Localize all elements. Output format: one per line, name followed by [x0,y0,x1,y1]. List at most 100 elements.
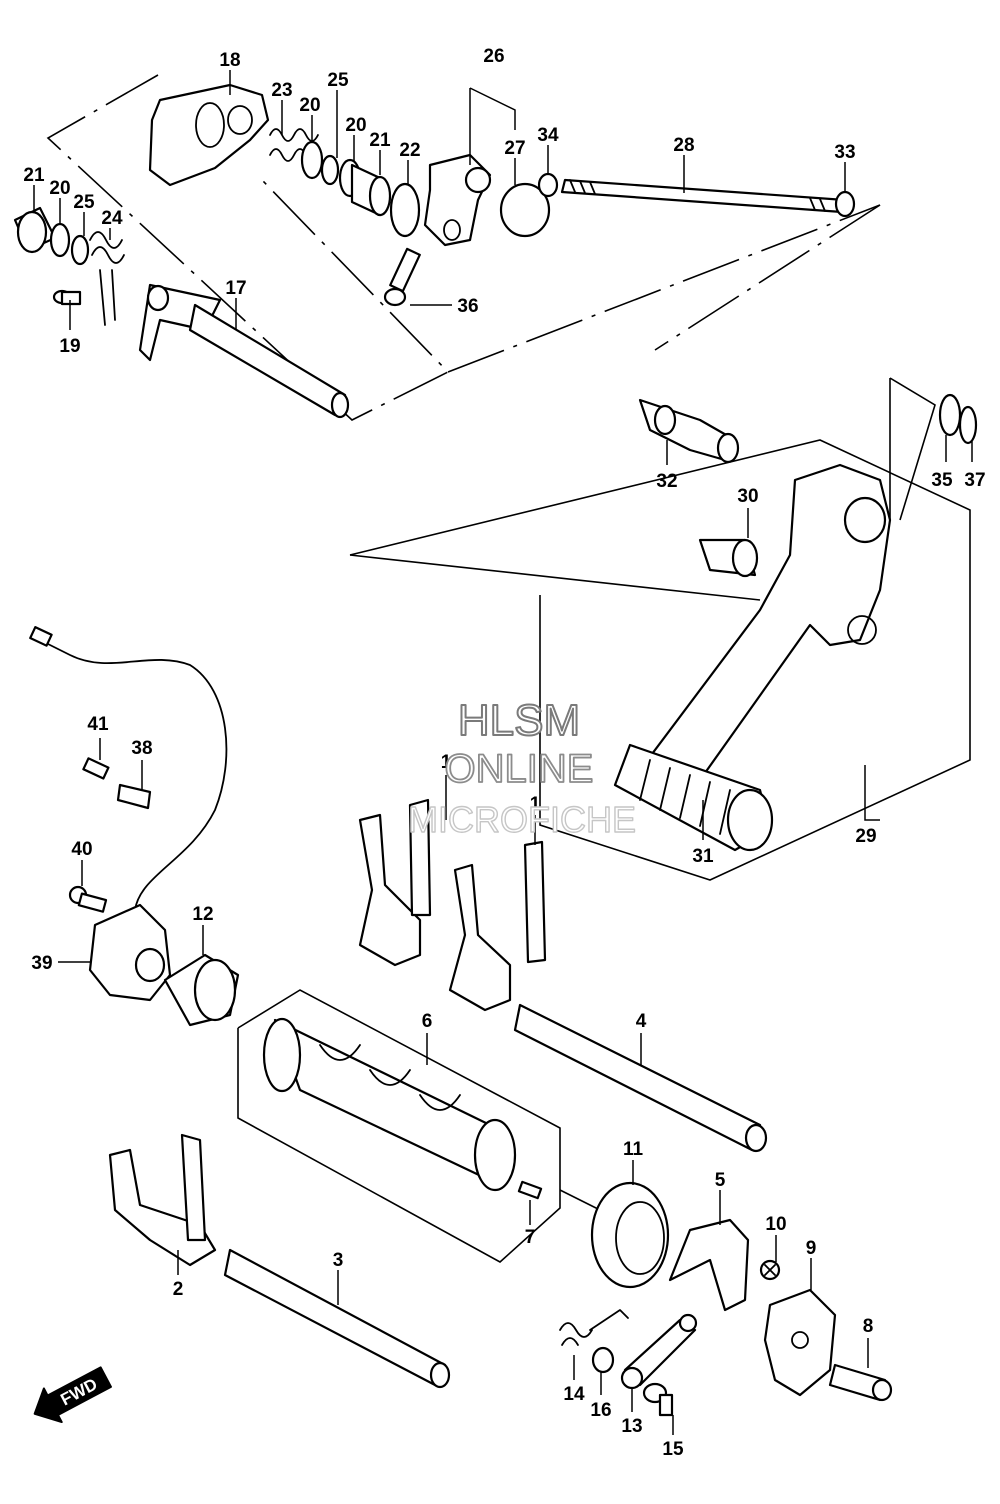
callout-20: 20 [345,115,366,136]
part-33-nut [834,190,856,218]
callout-33: 33 [834,142,855,163]
part-6-gearshift-cam [262,1017,517,1192]
part-1-shift-fork-a [358,798,432,967]
part-25-clip-a [320,154,340,186]
callout-31: 31 [692,846,714,867]
frame-lever-link [349,554,761,601]
part-3-fork-shaft [223,1248,451,1389]
part-21-bearing-b [13,206,57,254]
callout-35: 35 [931,470,953,491]
frame-shift-shaft-link [447,204,881,373]
part-22-seal [389,182,421,238]
part-39-gear-position-sensor [29,626,228,1002]
callout-40: 40 [71,839,92,860]
callout-1: 1 [441,752,452,773]
callout-32: 32 [656,471,677,492]
callout-labels: 18 23 20 25 20 21 22 26 27 34 28 33 21 2… [23,46,985,1460]
callout-8: 8 [863,1316,874,1337]
part-8-bolt [828,1363,893,1402]
part-2-shift-fork [108,1133,217,1267]
callout-11: 11 [623,1139,644,1160]
callout-34: 34 [537,125,559,146]
callout-5: 5 [715,1170,726,1191]
watermark: HLSM ONLINE MICROFICHE [407,695,636,841]
callout-29: 29 [855,826,876,847]
callout-9: 9 [806,1238,817,1259]
part-40-bolt [68,885,108,913]
callout-18: 18 [219,50,240,71]
callout-15: 15 [662,1439,684,1460]
callout-14: 14 [563,1384,585,1405]
callout-13: 13 [621,1416,642,1437]
watermark-line-2: ONLINE [445,747,594,791]
part-30-bushing [698,538,759,578]
frame-shift-cam-group [237,989,561,1263]
callout-6: 6 [422,1011,433,1032]
part-11-bearing [590,1181,670,1289]
callout-36: 36 [457,296,478,317]
part-20-washer-a [300,140,324,180]
part-25-clip-b [70,234,90,266]
callout-1: 1 [530,794,541,815]
part-21-bearing-a [350,163,392,217]
part-20-washer-c [49,222,71,258]
part-12-bearing [163,953,240,1027]
part-36-bolt [383,247,421,307]
part-26-shift-arm [423,153,492,247]
parts [13,83,978,1417]
part-27-boot [499,182,551,238]
leader-lines [33,70,973,1435]
callout-30: 30 [737,486,758,507]
frame-cam-link [559,1189,601,1211]
callout-41: 41 [87,714,109,735]
part-7-pin [517,1180,543,1200]
fwd-direction-badge: FWD [33,1366,112,1424]
part-29-shift-lever [638,463,892,787]
part-9-cam-stopper [763,1288,837,1397]
part-32-pivot-bolt [638,398,740,464]
fwd-arrow-icon [33,1366,112,1424]
part-34-nut [537,172,559,198]
callout-37: 37 [964,470,985,491]
callout-25: 25 [327,70,349,91]
callout-21: 21 [369,130,391,151]
callout-20: 20 [299,95,320,116]
callout-24: 24 [101,208,123,229]
part-5-stopper-plate [668,1218,750,1312]
callout-19: 19 [59,336,80,357]
part-24-spring [89,231,125,326]
callout-4: 4 [636,1011,647,1032]
part-15-bolt [642,1382,674,1417]
callout-10: 10 [765,1214,786,1235]
part-19-bolt [52,289,82,306]
part-16-washer [591,1346,615,1374]
callout-20: 20 [49,178,70,199]
callout-23: 23 [271,80,292,101]
callout-26: 26 [483,46,504,67]
frame-shift-shaft-link-2 [654,204,881,351]
part-38-clamp [116,783,152,810]
callout-28: 28 [673,135,694,156]
part-4-fork-shaft [513,1003,768,1153]
part-28-rod [560,178,847,214]
part-14-spring [559,1309,629,1346]
callout-16: 16 [590,1400,611,1421]
callout-21: 21 [23,165,45,186]
callout-39: 39 [31,953,52,974]
watermark-line-1: HLSM [458,696,580,745]
part-41-screw [82,757,110,780]
frame-shift-lever-group [349,439,971,881]
part-17-shift-shaft [138,283,350,419]
part-18-plate [148,83,270,187]
group-frames [46,74,971,1263]
frame-circlip-group [889,377,936,521]
part-31-footpeg-rubber [613,743,774,852]
watermark-line-3: MICROFICHE [408,799,636,840]
part-1-shift-fork-b [448,840,547,1012]
callout-38: 38 [131,738,152,759]
frame-shift-shaft-group [46,74,450,421]
callout-27: 27 [504,138,525,159]
callout-2: 2 [173,1279,184,1300]
callout-3: 3 [333,1250,344,1271]
